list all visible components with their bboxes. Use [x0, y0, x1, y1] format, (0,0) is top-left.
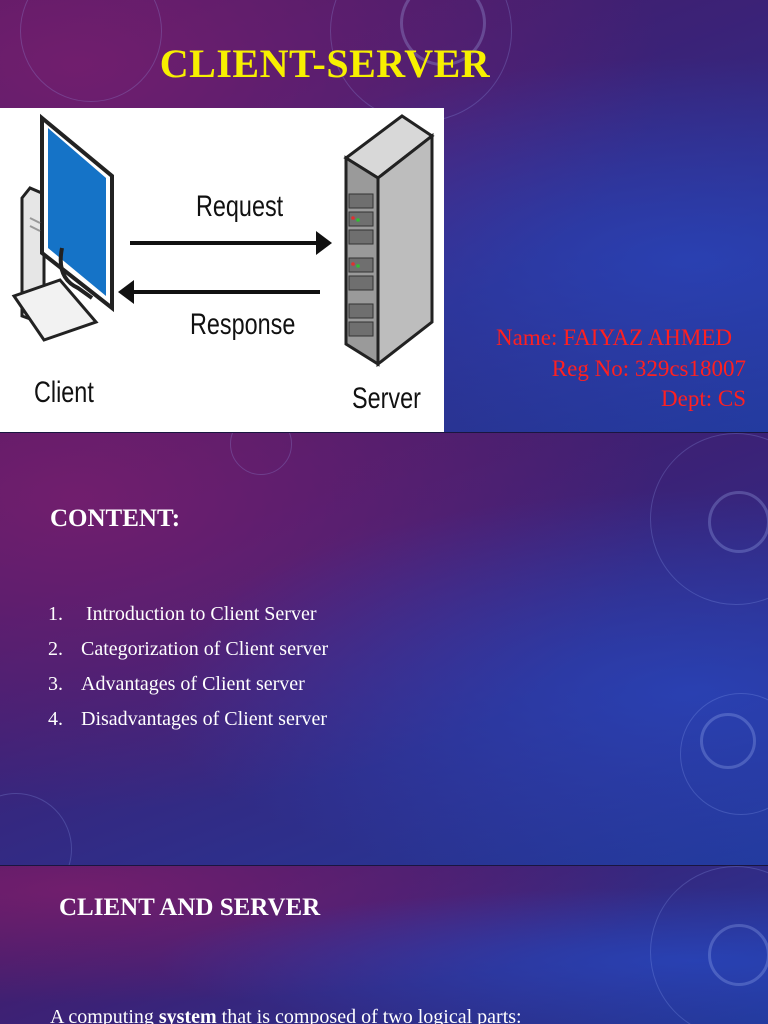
client-server-diagram: Request Response Client Server [0, 108, 444, 433]
response-label: Response [190, 308, 296, 341]
client-label: Client [34, 376, 94, 409]
list-number: 3. [48, 673, 63, 695]
request-arrow [130, 231, 332, 255]
content-item-introduction: 1. Introduction to Client Server [48, 601, 328, 636]
decorative-circle [708, 924, 768, 986]
slide-title: CLIENT-SERVER [159, 41, 491, 86]
paragraph-bold-term: system [158, 1006, 217, 1024]
decorative-circle [708, 491, 768, 553]
content-list: 1. Introduction to Client Server 2. Cate… [48, 601, 328, 741]
request-label: Request [196, 190, 284, 223]
paragraph-text: A computing [50, 1006, 159, 1024]
content-item-disadvantages: 4. Disadvantages of Client server [48, 706, 328, 741]
slide-client-server: CLIENT-SERVER [0, 0, 768, 433]
paragraph-text: that is composed of two logical parts: [216, 1006, 522, 1024]
client-server-illustration [11, 113, 435, 368]
slide-client-and-server: CLIENT AND SERVER A computing system tha… [0, 866, 768, 1024]
list-item-label: Advantages of Client server [81, 673, 305, 695]
server-tower-icon [343, 114, 435, 368]
client-computer-icon [11, 113, 114, 342]
decorative-circle [0, 793, 72, 866]
slide-content: CONTENT: 1. Introduction to Client Serve… [0, 433, 768, 866]
decorative-circle [400, 0, 486, 66]
list-item-label: Disadvantages of Client server [81, 708, 328, 730]
content-item-categorization: 2. Categorization of Client server [48, 636, 328, 671]
content-heading: CONTENT: [50, 505, 181, 532]
author-reg-no: Reg No: 329cs18007 [551, 356, 746, 381]
client-and-server-heading: CLIENT AND SERVER [59, 894, 321, 921]
response-arrow [118, 280, 320, 304]
content-item-advantages: 3. Advantages of Client server [48, 671, 328, 706]
list-number: 4. [48, 708, 63, 730]
decorative-circle [700, 713, 756, 769]
decorative-circle [230, 433, 292, 475]
server-label: Server [352, 382, 421, 415]
definition-paragraph: A computing system that is composed of t… [50, 1006, 522, 1024]
list-number: 2. [48, 638, 63, 660]
list-number: 1. [48, 603, 63, 625]
author-name: Name: FAIYAZ AHMED [496, 325, 732, 350]
list-item-label: Categorization of Client server [81, 638, 329, 660]
list-item-label: Introduction to Client Server [81, 603, 317, 625]
author-dept: Dept: CS [661, 386, 746, 411]
